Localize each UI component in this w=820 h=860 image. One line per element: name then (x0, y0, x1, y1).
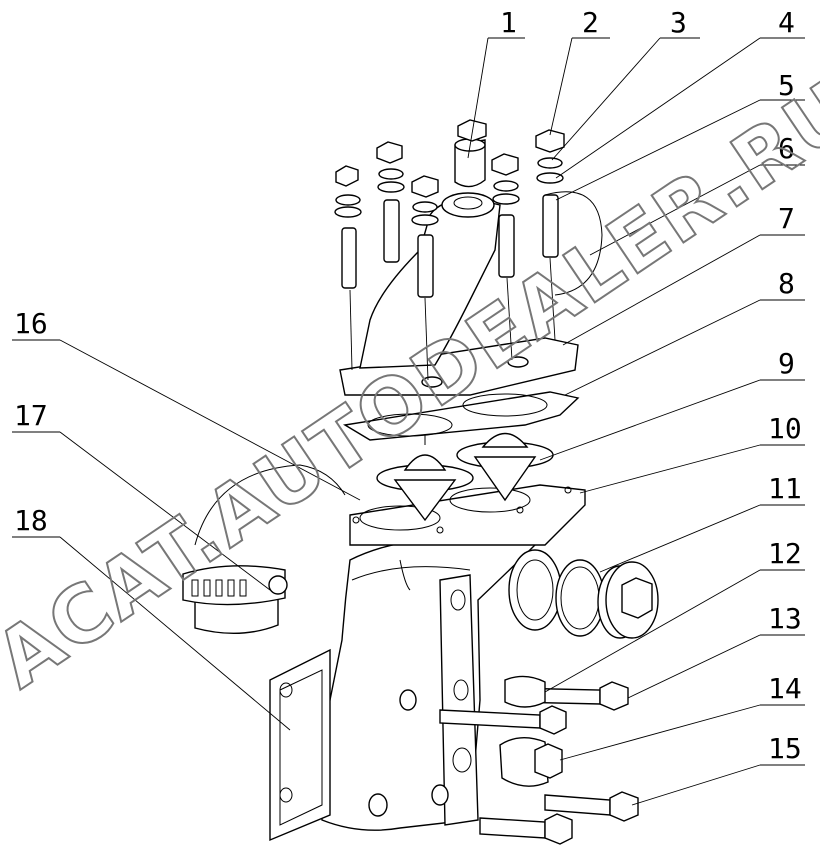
thermostat-right (456, 432, 554, 502)
callout-17: 17 (14, 399, 48, 432)
callout-12: 12 (768, 537, 802, 570)
callout-10: 10 (768, 412, 802, 445)
bolts (439, 675, 639, 845)
callout-16: 16 (14, 307, 48, 340)
studs-and-nuts (334, 119, 565, 381)
callout-4: 4 (778, 6, 795, 39)
upper-cover (339, 138, 603, 396)
leader-lines (12, 37, 805, 806)
callout-2: 2 (582, 6, 599, 39)
hose-and-clamp (182, 464, 346, 634)
callout-9: 9 (778, 347, 795, 380)
callout-7: 7 (778, 202, 795, 235)
thermostat-housing (269, 519, 542, 842)
callout-3: 3 (670, 6, 687, 39)
callout-11: 11 (768, 472, 802, 505)
callout-labels: 1 2 3 4 5 6 7 8 9 10 11 12 13 14 15 16 1… (14, 6, 802, 765)
lower-flange (349, 484, 586, 546)
callout-5: 5 (778, 69, 795, 102)
callout-8: 8 (778, 267, 795, 300)
callout-15: 15 (768, 732, 802, 765)
callout-18: 18 (14, 504, 48, 537)
callout-1: 1 (500, 6, 517, 39)
callout-13: 13 (768, 602, 802, 635)
gasket (342, 391, 580, 441)
thermostat-left (376, 430, 474, 522)
callout-14: 14 (768, 672, 802, 705)
callout-6: 6 (778, 132, 795, 165)
seal-rings-and-plug (508, 549, 659, 639)
